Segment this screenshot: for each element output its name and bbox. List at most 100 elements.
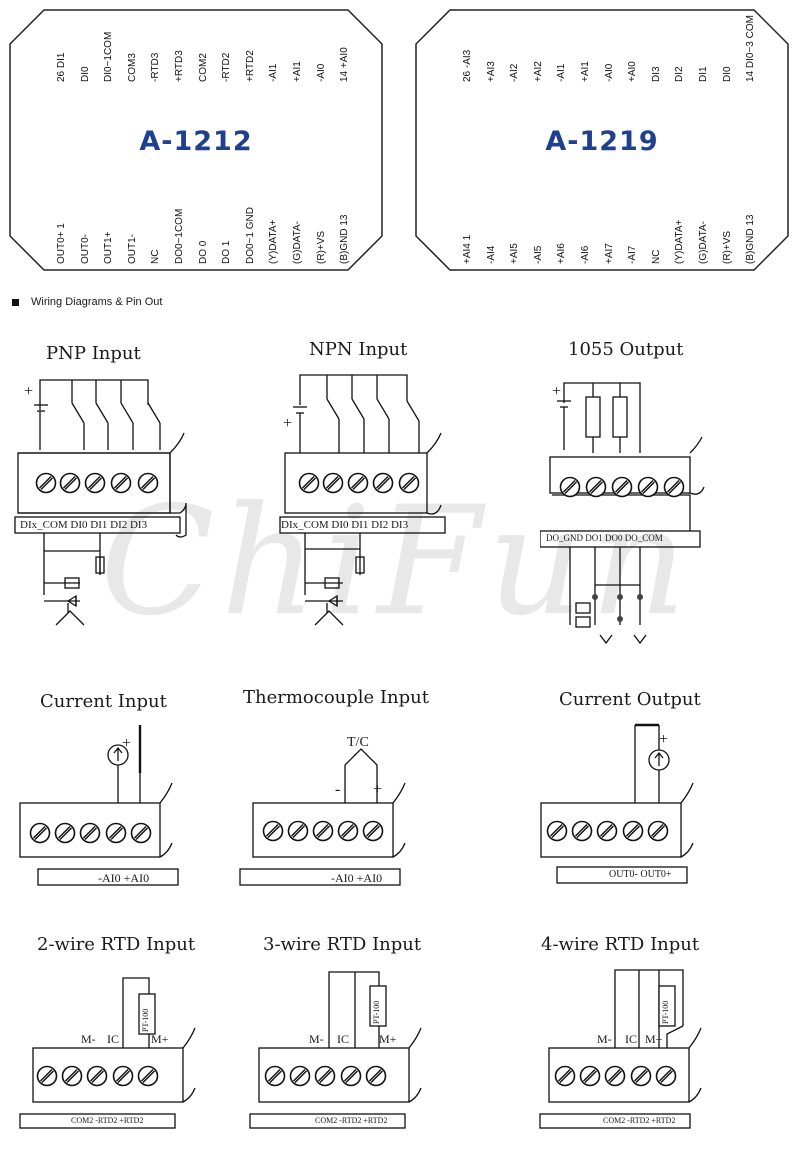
rtd-2wire-diagram: 2-wire RTD Input M- IC M+ PT-100 COM2 -R… — [15, 930, 255, 1150]
supply-plus-label: + — [552, 383, 562, 400]
bottom-pin-label: -AI7 — [627, 245, 639, 264]
thermocouple-wiring — [239, 748, 406, 886]
bottom-pin-label: DO0~1 GND — [244, 207, 256, 264]
terminal-screw-icon — [36, 1065, 58, 1087]
terminal-screw-icon — [554, 1065, 576, 1087]
bottom-pin-label: (Y)DATA+ — [268, 219, 280, 264]
npn-wiring — [279, 374, 446, 626]
m-plus-label: M+ — [645, 1032, 663, 1046]
top-pin-label: 26 DI1 — [56, 52, 67, 82]
terminal-screw-icon — [110, 472, 132, 494]
rtd-4wire-wiring — [539, 969, 702, 1129]
bottom-pin-label: (G)DATA- — [698, 221, 709, 264]
top-pin-label: -AI2 — [509, 63, 521, 82]
top-pin-label: +AI1 — [580, 61, 591, 82]
tc-plus-label: + — [373, 781, 383, 798]
terminal-screw-icon — [287, 820, 309, 842]
bottom-pin-label: (R)+VS — [315, 230, 327, 264]
terminal-screw-icon — [314, 1065, 336, 1087]
bottom-pin-label: (R)+VS — [721, 230, 733, 264]
bottom-pin-label: (G)DATA- — [292, 221, 303, 264]
current-input-diagram: Current Input + -AI0 +AI0 — [10, 685, 250, 895]
terminal-screw-icon — [298, 472, 320, 494]
terminal-screw-icon — [559, 476, 581, 498]
terminal-screw-icon — [137, 1065, 159, 1087]
terminal-screw-icon — [322, 472, 344, 494]
terminal-screw-icon — [604, 1065, 626, 1087]
bottom-pin-label: +AI7 — [603, 243, 615, 264]
terminal-strip-label: -AI0 +AI0 — [98, 871, 150, 885]
top-pin-label: DI1 — [698, 66, 709, 82]
terminal-screw-icon — [579, 1065, 601, 1087]
terminal-screw-icon — [585, 476, 607, 498]
bottom-pin-label: NC — [150, 249, 162, 264]
top-pin-label: COM3 — [126, 53, 138, 82]
bottom-pin-label: +AI6 — [556, 243, 568, 264]
top-pin-label: -AI0 — [315, 63, 327, 82]
terminal-screw-icon — [59, 472, 81, 494]
terminal-screw-icon — [622, 820, 644, 842]
top-pin-label: -AI1 — [556, 63, 568, 82]
bottom-pin-label: OUT0+ 1 — [56, 223, 67, 264]
terminal-screw-icon — [596, 820, 618, 842]
diagram-title: 1055 Output — [568, 339, 684, 360]
bottom-pin-label: NC — [650, 249, 662, 264]
terminal-strip-label: -AI0 +AI0 — [331, 871, 383, 885]
diagram-title: PNP Input — [46, 343, 141, 364]
bottom-pin-label: DO 1 — [221, 240, 233, 264]
bottom-pin-label: (Y)DATA+ — [674, 219, 686, 264]
terminal-screw-icon — [79, 822, 101, 844]
terminal-screw-icon — [312, 820, 334, 842]
current-input-wiring — [19, 725, 179, 886]
bottom-pin-label: (B)GND 13 — [339, 214, 351, 264]
bottom-pin-label: OUT1+ — [103, 231, 115, 264]
pnp-input-diagram: PNP Input + DIx_COM DI0 DI1 DI2 DI3 — [10, 335, 250, 655]
current-output-wiring — [540, 723, 694, 884]
pt100-label: PT-100 — [372, 1000, 381, 1024]
rtd-2wire-wiring — [19, 977, 196, 1129]
terminal-screw-icon — [86, 1065, 108, 1087]
terminal-screw-icon — [365, 1065, 387, 1087]
model-name: A-1219 — [545, 126, 659, 157]
top-pin-label: +AI0 — [627, 61, 639, 82]
ic-label: IC — [107, 1032, 119, 1046]
terminal-screw-icon — [137, 472, 159, 494]
terminal-screw-icon — [29, 822, 51, 844]
square-bullet-icon — [12, 298, 19, 306]
m-plus-label: M+ — [151, 1032, 169, 1046]
rtd-4wire-diagram: 4-wire RTD Input M- IC M+ PT-100 COM2 -R… — [535, 930, 785, 1150]
top-pin-label: DI3 — [650, 66, 662, 82]
top-pin-label: +RTD2 — [244, 50, 256, 82]
top-pin-label: DI0~1COM — [103, 31, 115, 82]
terminal-screw-icon — [647, 820, 669, 842]
section-title: Wiring Diagrams & Pin Out — [31, 296, 163, 308]
terminal-screw-icon — [611, 476, 633, 498]
terminal-screw-icon — [262, 820, 284, 842]
top-pin-label: DI0 — [721, 66, 733, 82]
output-wiring — [540, 382, 705, 645]
tc-minus-label: - — [335, 781, 341, 798]
npn-input-diagram: NPN Input + DIx_COM DI0 DI1 DI2 DI3 — [275, 335, 515, 655]
terminal-strip-label: COM2 -RTD2 +RTD2 — [603, 1116, 676, 1125]
top-pin-label: +RTD3 — [174, 50, 185, 82]
terminal-screw-icon — [35, 472, 57, 494]
terminal-strip-label: DO_GND DO1 DO0 DO_COM — [546, 533, 663, 543]
top-pin-label: 26 -AI3 — [462, 49, 473, 82]
source-plus-label: + — [659, 731, 669, 748]
diagram-title: Current Input — [40, 691, 167, 712]
bottom-pin-label: OUT0- — [79, 234, 91, 264]
bottom-pin-label: -AI4 — [485, 245, 497, 264]
top-pin-label: DI0 — [79, 66, 91, 82]
terminal-screw-icon — [398, 472, 420, 494]
source-plus-label: + — [122, 735, 132, 752]
tc-label: T/C — [347, 735, 369, 750]
diagram-title: Current Output — [559, 689, 701, 710]
diagram-title: 4-wire RTD Input — [541, 934, 700, 955]
terminal-screw-icon — [630, 1065, 652, 1087]
terminal-screw-icon — [112, 1065, 134, 1087]
m-minus-label: M- — [81, 1032, 96, 1046]
terminal-screw-icon — [84, 472, 106, 494]
section-heading: Wiring Diagrams & Pin Out — [12, 296, 162, 308]
current-output-diagram: Current Output + OUT0- OUT0+ — [535, 685, 785, 895]
rtd-3wire-wiring — [249, 971, 422, 1129]
